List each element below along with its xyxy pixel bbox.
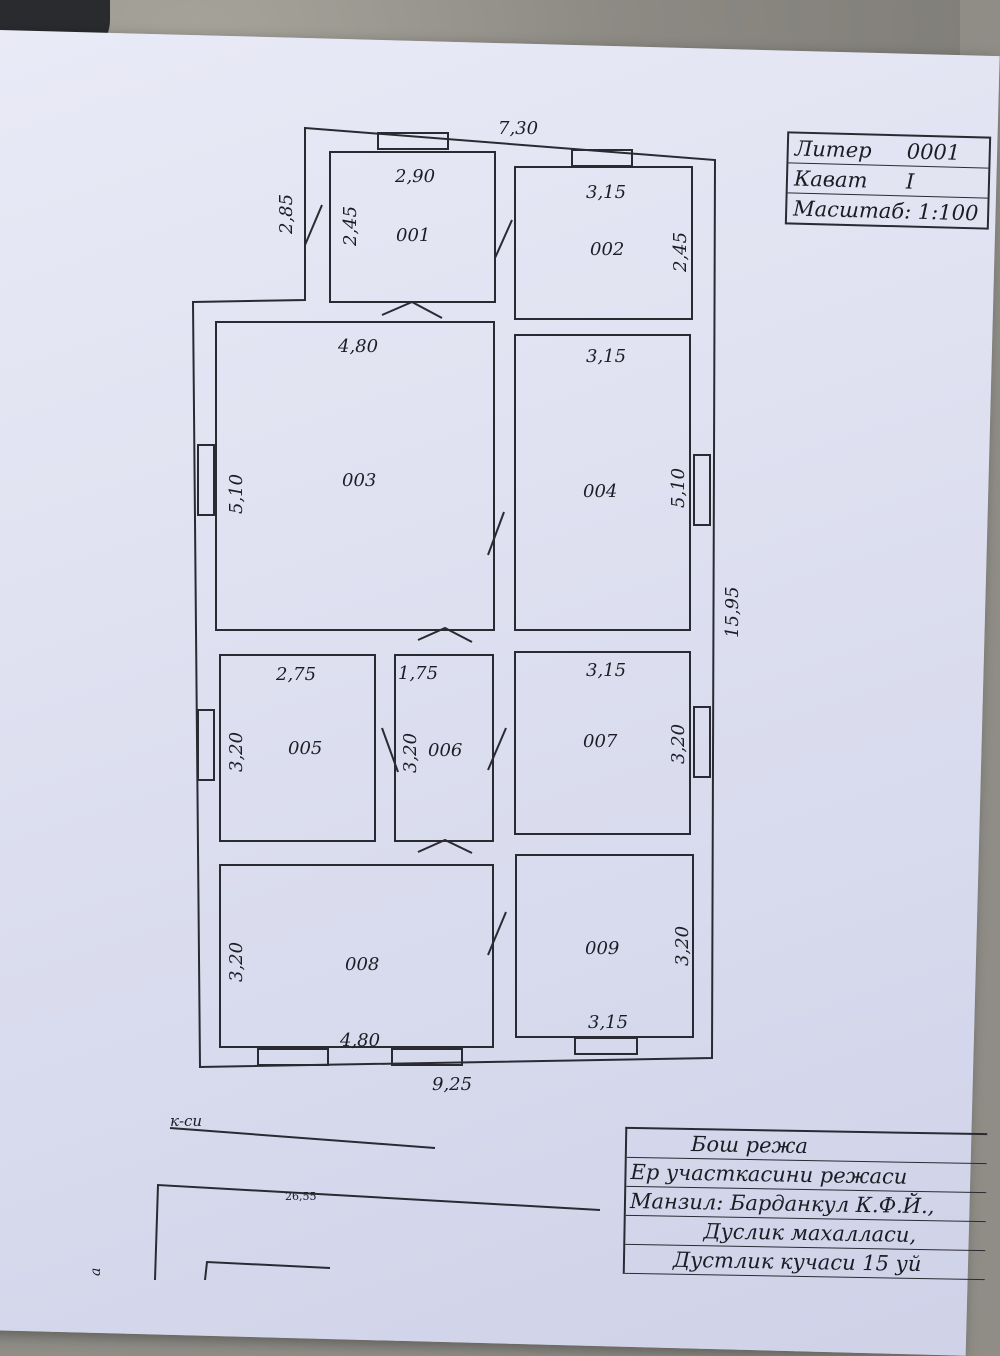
door bbox=[381, 300, 443, 319]
window bbox=[197, 444, 215, 516]
site-boundary bbox=[154, 1183, 601, 1281]
window bbox=[571, 149, 633, 167]
title-line-5: Дустлик кучаси 15 уй bbox=[672, 1247, 922, 1277]
outer-wall bbox=[191, 126, 717, 1069]
room-number: 005 bbox=[288, 738, 322, 759]
info-scale-label: Масштаб: 1:100 bbox=[792, 196, 979, 226]
street-line bbox=[169, 1127, 436, 1149]
dimension-008-width: 4,80 bbox=[339, 1030, 380, 1051]
dimension-bottom-total: 9,25 bbox=[432, 1074, 472, 1095]
room-number: 001 bbox=[396, 225, 430, 246]
room-008-outline bbox=[219, 864, 494, 1048]
window bbox=[693, 454, 711, 526]
dimension-006-height: 3,20 bbox=[400, 733, 421, 773]
room-number: 008 bbox=[345, 954, 379, 975]
title-line-1: Бош режа bbox=[690, 1132, 809, 1159]
dimension-008-height: 3,20 bbox=[226, 942, 247, 982]
window bbox=[391, 1048, 463, 1066]
info-liter-label: Литер bbox=[794, 136, 872, 163]
dimension-007-height: 3,20 bbox=[668, 724, 689, 764]
site-building bbox=[204, 1260, 331, 1281]
window bbox=[574, 1037, 638, 1055]
dimension-004-height: 5,10 bbox=[668, 468, 689, 508]
dimension-005-height: 3,20 bbox=[226, 732, 247, 772]
dimension-002-height: 2,45 bbox=[670, 232, 691, 273]
door bbox=[487, 727, 507, 771]
site-dimension: 26,55 bbox=[285, 1190, 317, 1203]
info-floor-label: Кават bbox=[793, 166, 868, 193]
info-liter-value: 0001 bbox=[906, 139, 961, 165]
info-stamp: Литер 0001 Кават I Масштаб: 1:100 bbox=[784, 131, 992, 230]
dimension-003-width: 4,80 bbox=[337, 336, 378, 357]
window bbox=[197, 709, 215, 781]
room-number: 007 bbox=[583, 731, 618, 752]
dimension-right-total: 15,95 bbox=[722, 586, 743, 638]
title-block: Бош режа Ер участкасини режаси Манзил: Б… bbox=[622, 1126, 988, 1281]
dimension-004-width: 3,15 bbox=[586, 346, 626, 367]
dimension-001-height: 2,45 bbox=[340, 206, 361, 247]
window bbox=[693, 706, 711, 778]
dimension-009-height: 3,20 bbox=[672, 926, 693, 966]
door bbox=[417, 838, 473, 854]
room-number: 006 bbox=[428, 740, 462, 761]
info-floor-value: I bbox=[905, 169, 915, 194]
room-number: 003 bbox=[342, 470, 376, 491]
dimension-002-width: 3,15 bbox=[586, 182, 626, 203]
room-005-outline bbox=[219, 654, 376, 842]
dimension-porch-height: 2,85 bbox=[276, 194, 297, 235]
title-line-3: Манзил: Барданкул К.Ф.Й., bbox=[629, 1188, 935, 1219]
window bbox=[257, 1048, 329, 1066]
door bbox=[417, 626, 473, 643]
info-row-scale: Масштаб: 1:100 bbox=[787, 193, 988, 227]
title-line-4: Дуслик махалласи, bbox=[703, 1219, 917, 1247]
window bbox=[377, 132, 449, 150]
door bbox=[487, 511, 505, 556]
dimension-001-width: 2,90 bbox=[394, 166, 435, 187]
room-number: 009 bbox=[585, 938, 619, 959]
dimension-007-width: 3,15 bbox=[586, 660, 626, 681]
room-number: 004 bbox=[583, 481, 617, 502]
room-003-outline bbox=[215, 321, 495, 631]
room-004-outline bbox=[514, 334, 691, 631]
door bbox=[381, 727, 399, 773]
floor-plan: 001 002 003 004 005 006 007 008 009 7,30… bbox=[88, 118, 743, 1281]
dimension-top-total: 7,30 bbox=[498, 118, 538, 139]
room-007-outline bbox=[514, 651, 691, 835]
site-side-label: а bbox=[88, 1268, 104, 1276]
door bbox=[487, 911, 507, 956]
door bbox=[304, 204, 323, 246]
title-line-2: Ер участкасини режаси bbox=[630, 1159, 908, 1189]
door bbox=[494, 219, 513, 259]
street-label: к-си bbox=[170, 1112, 203, 1130]
room-number: 002 bbox=[590, 239, 624, 260]
dimension-009-width: 3,15 bbox=[588, 1012, 628, 1033]
dimension-003-height: 5,10 bbox=[226, 474, 247, 514]
dimension-005-width: 2,75 bbox=[275, 664, 316, 685]
dimension-006-width: 1,75 bbox=[398, 663, 438, 684]
